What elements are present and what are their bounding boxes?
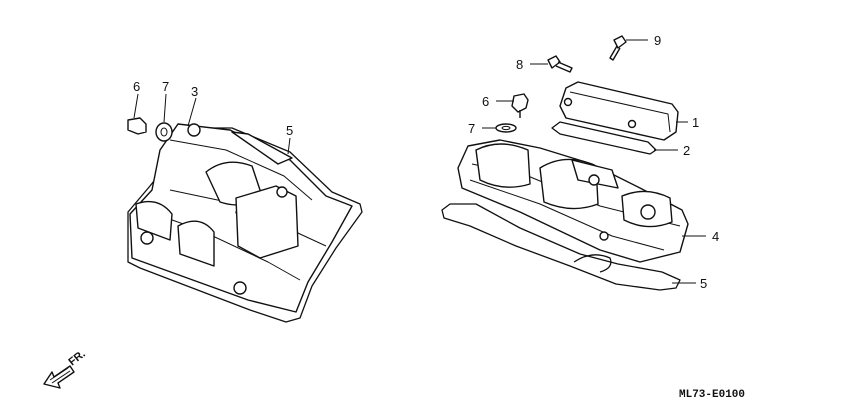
left-cover-boss-4 bbox=[276, 186, 288, 198]
right-cover-gasket bbox=[441, 203, 681, 291]
right-washer-hole bbox=[501, 125, 511, 131]
front-label: FR. bbox=[66, 348, 87, 368]
right-cover-hole-3 bbox=[599, 231, 609, 241]
right-callout-8: 8 bbox=[516, 57, 523, 72]
right-callout-4: 4 bbox=[712, 229, 719, 244]
left-cover-boss-3 bbox=[233, 281, 247, 295]
right-washer bbox=[495, 123, 517, 133]
left-cover-rib-1 bbox=[169, 139, 313, 201]
left-cover-saddle-2 bbox=[135, 200, 173, 241]
right-cover-hump-1 bbox=[475, 143, 531, 188]
diagram-code: ML73-E0100 bbox=[679, 389, 745, 401]
left-cover-boss-2 bbox=[140, 231, 154, 245]
right-callout-7: 7 bbox=[468, 121, 475, 136]
right-leader-lines bbox=[482, 39, 706, 284]
left-cover-rib-3 bbox=[149, 211, 301, 281]
left-cover-top-rib bbox=[231, 131, 293, 165]
right-cover-assembly bbox=[441, 35, 689, 291]
left-cover-assembly bbox=[127, 117, 363, 323]
right-cover-hole-1 bbox=[640, 204, 656, 220]
right-cover-rib-2 bbox=[469, 179, 665, 251]
left-callout-3: 3 bbox=[191, 84, 198, 99]
left-cover-boss-1 bbox=[187, 123, 201, 137]
right-cap-nut bbox=[511, 93, 529, 118]
left-cover-gasket bbox=[127, 127, 363, 323]
right-callout-6: 6 bbox=[482, 94, 489, 109]
left-cap-nut bbox=[127, 117, 147, 135]
right-cover-gasket-inner bbox=[573, 254, 612, 273]
right-callout-2: 2 bbox=[683, 143, 690, 158]
left-washer bbox=[155, 122, 173, 142]
right-callout-9: 9 bbox=[654, 33, 661, 48]
right-cover-boss-block bbox=[571, 159, 619, 189]
left-cover-block bbox=[235, 185, 299, 259]
right-callout-5: 5 bbox=[700, 276, 707, 291]
breather-cover-screw-1 bbox=[563, 97, 573, 107]
front-arrow-icon bbox=[43, 365, 75, 389]
front-direction-marker: FR. bbox=[43, 348, 88, 389]
bolt-8 bbox=[547, 55, 573, 73]
left-callout-7: 7 bbox=[162, 79, 169, 94]
left-leader-lines bbox=[133, 93, 291, 155]
breather-cover-top bbox=[569, 91, 671, 133]
breather-cover bbox=[559, 81, 679, 141]
left-callout-5: 5 bbox=[286, 123, 293, 138]
left-washer-hole bbox=[160, 127, 168, 137]
left-cover-saddle-1 bbox=[177, 220, 215, 267]
right-callout-1: 1 bbox=[692, 115, 699, 130]
left-callout-6: 6 bbox=[133, 79, 140, 94]
bolt-9 bbox=[609, 35, 627, 61]
right-cover-hole-2 bbox=[588, 174, 600, 186]
breather-cover-screw-2 bbox=[627, 119, 637, 129]
